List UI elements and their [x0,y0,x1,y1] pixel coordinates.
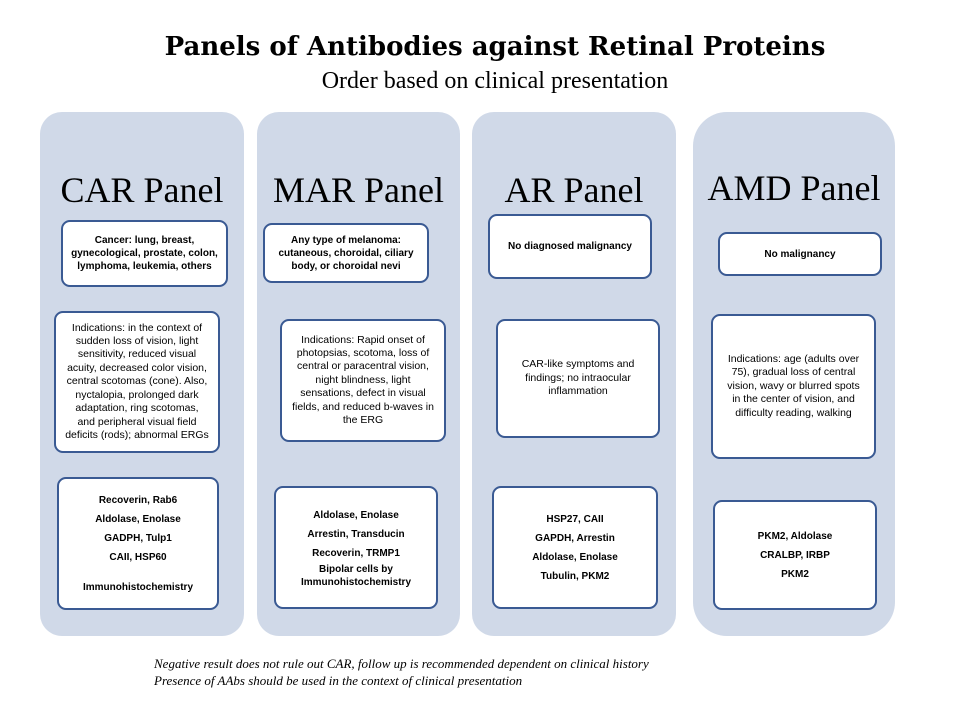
mar-indication-line: night blindness, light [315,373,411,386]
car-indication-line: acuity, decreased color vision, [67,361,207,374]
car-antibodies-box: Recoverin, Rab6 Aldolase, Enolase GADPH,… [57,477,219,610]
ar-presentation-box: No diagnosed malignancy [488,214,652,279]
amd-indications-list: Indications: age (adults over 75), gradu… [719,353,868,420]
ar-indication-line: CAR-like symptoms and [521,358,635,371]
car-indication-line: deficits (rods); abnormal ERGs [65,428,209,441]
mar-indication-line: central or paracentral vision, [297,360,429,373]
footnotes: Negative result does not rule out CAR, f… [154,655,649,689]
mar-indication-line: Indications: Rapid onset of [301,333,425,346]
car-antibody-line: Immunohistochemistry [82,581,194,593]
mar-indications-box: Indications: Rapid onset of photopsias, … [280,319,446,442]
ar-indications-box: CAR-like symptoms and findings; no intra… [496,319,660,438]
mar-antibody-line: Immunohistochemistry [300,577,412,588]
car-antibodies-list: Recoverin, Rab6 Aldolase, Enolase GADPH,… [65,491,211,597]
mar-presentation-line: body, or choroidal nevi [291,260,401,272]
car-indications-list: Indications: in the context of sudden lo… [62,322,212,443]
car-indications-box: Indications: in the context of sudden lo… [54,311,220,453]
page-subtitle: Order based on clinical presentation [321,68,669,94]
amd-antibody-line: PKM2, Aldolase [757,530,833,542]
car-presentation-line: lymphoma, leukemia, others [77,261,212,272]
mar-presentation-box: Any type of melanoma: cutaneous, choroid… [263,223,429,283]
amd-antibody-line: CRALBP, IRBP [760,549,830,561]
mar-indication-line: fields, and reduced b-waves in [292,400,434,413]
mar-panel-title: MAR Panel [273,170,444,210]
amd-indication-line: difficulty reading, walking [735,406,852,419]
amd-indication-line: Indications: age (adults over [727,352,860,365]
mar-presentation-line: cutaneous, choroidal, ciliary [278,247,414,259]
car-indication-line: Indications: in the context of [71,321,203,334]
ar-indications-list: CAR-like symptoms and findings; no intra… [504,358,652,398]
ar-antibody-line: Tubulin, PKM2 [540,570,610,582]
mar-indication-line: sensations, defect in visual [300,387,426,400]
mar-antibody-line: Bipolar cells by [319,564,393,575]
ar-antibody-line: HSP27, CAII [546,513,604,525]
ar-antibodies-box: HSP27, CAII GAPDH, Arrestin Aldolase, En… [492,486,658,609]
ar-indication-line: inflammation [548,385,608,398]
amd-indication-line: vision, wavy or blurred spots [727,379,860,392]
car-presentation-list: Cancer: lung, breast, gynecological, pro… [69,234,220,273]
ar-presentation-line: No diagnosed malignancy [508,241,632,252]
car-antibody-line: GADPH, Tulp1 [104,532,172,544]
mar-antibody-line: Arrestin, Transducin [307,529,405,540]
mar-antibodies-box: Aldolase, Enolase Arrestin, Transducin R… [274,486,438,609]
ar-antibody-line: GAPDH, Arrestin [535,532,615,544]
car-antibody-gap [65,567,211,578]
mar-indications-list: Indications: Rapid onset of photopsias, … [288,334,438,428]
ar-panel-title: AR Panel [504,170,644,210]
car-indication-line: sensitivity, reduced visual [77,348,197,361]
car-indication-line: and peripheral visual field [77,415,197,428]
car-indication-line: nyctalopia, prolonged dark [75,388,199,401]
mar-presentation-list: Any type of melanoma: cutaneous, choroid… [271,234,421,273]
car-panel-title: CAR Panel [60,170,224,210]
ar-antibodies-list: HSP27, CAII GAPDH, Arrestin Aldolase, En… [500,510,650,586]
amd-presentation-list: No malignancy [726,248,874,261]
amd-antibody-line: PKM2 [781,568,809,580]
car-indication-line: adaptation, ring scotomas, [75,402,199,415]
amd-antibodies-box: PKM2, Aldolase CRALBP, IRBP PKM2 [713,500,877,610]
car-antibody-line: CAII, HSP60 [109,551,167,563]
mar-antibody-line: Recoverin, TRMP1 [312,548,400,559]
mar-presentation-line: Any type of melanoma: [290,234,402,246]
amd-indication-line: 75), gradual loss of central [731,366,856,379]
ar-presentation-list: No diagnosed malignancy [496,240,644,253]
car-presentation-line: Cancer: lung, breast, [94,235,195,246]
amd-indication-line: in the center of vision, and [732,393,855,406]
amd-indications-box: Indications: age (adults over 75), gradu… [711,314,876,459]
mar-antibodies-list: Aldolase, Enolase Arrestin, Transducin R… [282,506,430,589]
car-indication-line: central scotomas (cone). Also, [66,375,208,388]
car-presentation-line: gynecological, prostate, colon, [71,248,218,259]
ar-antibody-line: Aldolase, Enolase [532,551,618,563]
mar-indication-line: photopsias, scotoma, loss of [296,346,430,359]
footnote-line: Negative result does not rule out CAR, f… [154,656,649,671]
car-antibody-line: Recoverin, Rab6 [98,494,178,506]
amd-antibodies-list: PKM2, Aldolase CRALBP, IRBP PKM2 [721,527,869,584]
mar-antibody-line: Aldolase, Enolase [313,510,399,521]
amd-presentation-line: No malignancy [764,248,836,260]
car-indication-line: sudden loss of vision, light [75,335,199,348]
amd-presentation-box: No malignancy [718,232,882,276]
amd-panel-title: AMD Panel [707,168,881,208]
car-antibody-line: Aldolase, Enolase [95,513,181,525]
ar-indication-line: findings; no intraocular [525,371,631,384]
mar-indication-line: the ERG [342,414,384,427]
page-title: Panels of Antibodies against Retinal Pro… [164,32,826,62]
car-presentation-box: Cancer: lung, breast, gynecological, pro… [61,220,228,287]
footnote-line: Presence of AAbs should be used in the c… [154,673,523,688]
